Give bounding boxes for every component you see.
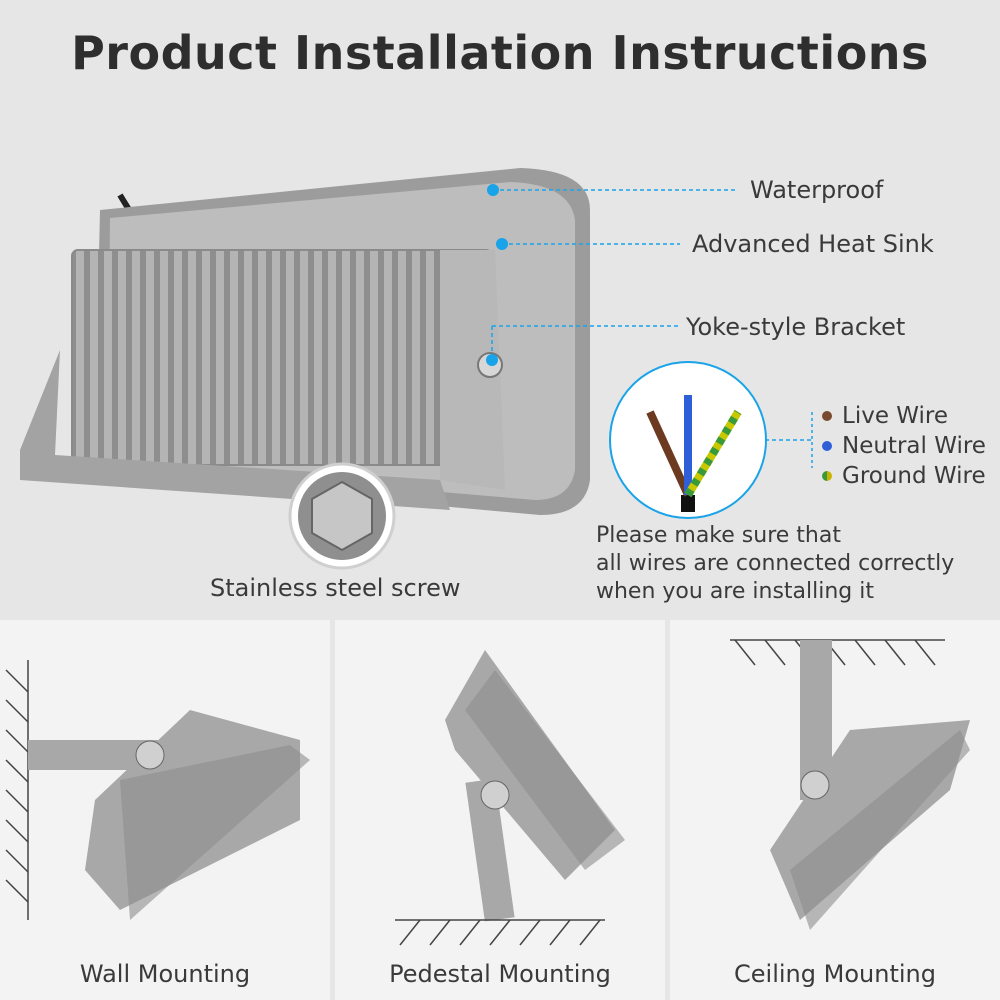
wire-legend: Live Wire Neutral Wire Ground Wire: [822, 401, 986, 491]
neutral-dot: [822, 441, 832, 451]
heat-sink-marker: [496, 238, 508, 250]
bracket-marker: [486, 354, 498, 366]
ceiling-mount-caption: Ceiling Mounting: [734, 960, 936, 988]
pedestal-mount-panel: Pedestal Mounting: [335, 620, 665, 1000]
ceiling-mount-panel: Ceiling Mounting: [670, 620, 1000, 1000]
live-wire: [646, 410, 692, 497]
heat-sink-label: Advanced Heat Sink: [692, 230, 934, 258]
waterproof-marker: [487, 184, 499, 196]
legend-neutral: Neutral Wire: [822, 431, 986, 461]
pedestal-mount-illustration: [395, 650, 625, 946]
wiring-note: Please make sure that all wires are conn…: [596, 523, 955, 604]
live-dot: [822, 411, 832, 421]
pedestal-mount-caption: Pedestal Mounting: [389, 960, 611, 988]
heat-sink: [72, 250, 492, 465]
page-title: Product Installation Instructions: [71, 26, 929, 80]
floodlight-illustration: [20, 168, 813, 570]
yoke-bracket: [20, 350, 450, 510]
wall-mount-illustration: [5, 660, 310, 920]
legend-ground: Ground Wire: [822, 461, 986, 491]
legend-live: Live Wire: [822, 401, 986, 431]
bracket-label: Yoke-style Bracket: [686, 313, 906, 341]
ceiling-mount-illustration: [730, 639, 970, 930]
waterproof-label: Waterproof: [750, 176, 884, 204]
wall-mount-caption: Wall Mounting: [79, 960, 251, 988]
screw-label: Stainless steel screw: [210, 574, 461, 602]
ground-dot: [822, 471, 832, 481]
wall-mount-panel: Wall Mounting: [0, 620, 330, 1000]
